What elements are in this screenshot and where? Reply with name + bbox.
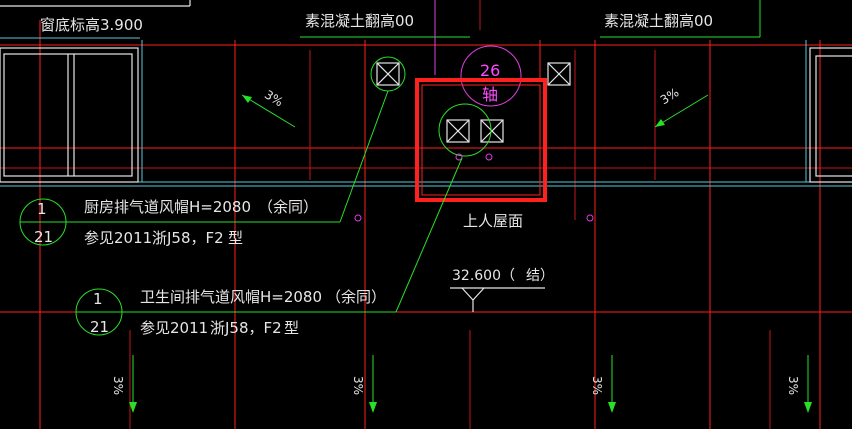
bottom-slope-label-3: 3%	[590, 376, 604, 395]
slope-arrow-right: 3%	[654, 85, 709, 128]
callout-kitchen-line1: 厨房排气道风帽H=2080	[84, 198, 251, 216]
callout-kitchen: 1 21 厨房排气道风帽H=2080 （余同） 参见2011 浙J58，F2 型	[19, 90, 389, 247]
grid-number: 26	[480, 61, 500, 80]
vent-box-upper-right	[547, 62, 571, 86]
callout-kitchen-line2: 参见2011	[84, 229, 152, 247]
grid-bubble-26: 26 轴	[460, 45, 522, 107]
slope-label-right: 3%	[658, 85, 682, 107]
slope-label-left: 3%	[262, 87, 286, 109]
bottom-slope-3: 3%	[590, 355, 616, 413]
window-right	[805, 40, 852, 183]
grid-sub-label: 轴	[482, 85, 498, 104]
callout-bathroom-line2-end: 型	[284, 319, 299, 337]
callout-bathroom: 1 21 卫生间排气道风帽H=2080 （余同） 参见2011 浙J58，F2 …	[75, 157, 463, 337]
vent-box-center-left	[446, 119, 470, 143]
elevation-marker: 32.600（ 结）	[450, 268, 554, 312]
callout-kitchen-line2-mid: 浙J58，F2	[152, 229, 224, 247]
highlight-box[interactable]	[415, 78, 547, 202]
callout-kitchen-bottom: 21	[34, 228, 53, 246]
bottom-slope-label-1: 3%	[111, 376, 125, 395]
bottom-slope-label-2: 3%	[351, 376, 365, 395]
roof-elevation: 32.600（	[452, 268, 515, 284]
callout-bathroom-line1-suffix: （余同）	[326, 288, 386, 306]
callout-bathroom-line2-mid: 浙J58，F2	[210, 319, 282, 337]
callout-bathroom-bottom: 21	[90, 318, 109, 336]
roof-elevation-note: 结）	[526, 268, 554, 284]
bottom-slope-2: 3%	[351, 355, 377, 413]
slope-arrow-left: 3%	[241, 87, 296, 128]
callout-bathroom-line1: 卫生间排气道风帽H=2080	[140, 288, 322, 306]
callout-kitchen-line2-end: 型	[228, 229, 243, 247]
bottom-slope-1: 3%	[111, 355, 137, 413]
vent-box-center-right	[480, 119, 504, 143]
window-sill-label: 窗底标高3.900	[40, 16, 143, 34]
wall-outline	[0, 37, 852, 187]
callout-kitchen-line1-suffix: （余同）	[258, 198, 318, 216]
concrete-label-right: 素混凝土翻高00	[604, 12, 713, 30]
bottom-slope-label-4: 3%	[786, 376, 800, 395]
callout-kitchen-top: 1	[37, 200, 47, 218]
concrete-label-left: 素混凝土翻高00	[305, 12, 414, 30]
callout-bathroom-top: 1	[93, 290, 103, 308]
callout-bathroom-line2: 参见2011	[140, 319, 208, 337]
window-left	[0, 40, 143, 183]
roof-label: 上人屋面	[463, 212, 523, 230]
vent-box-upper-left	[370, 56, 406, 92]
bottom-slope-4: 3%	[786, 355, 812, 413]
